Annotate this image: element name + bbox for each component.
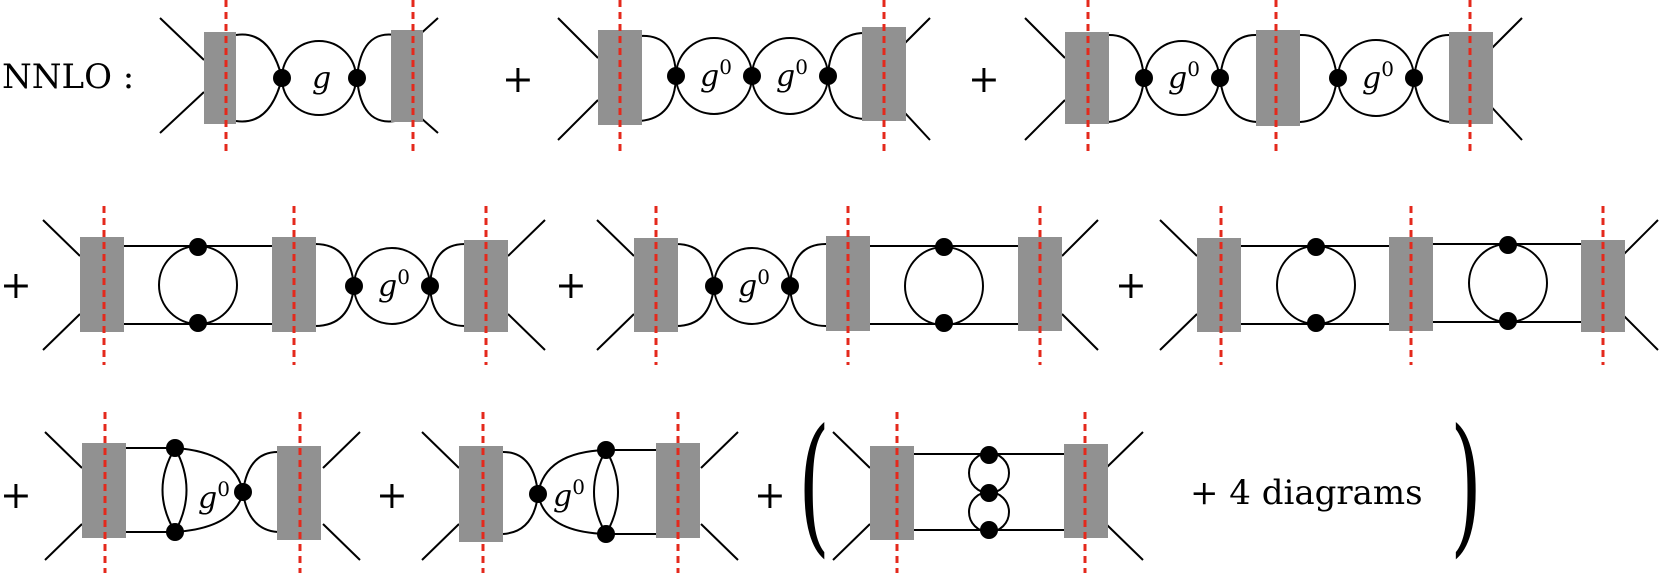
- propagator: [161, 447, 176, 533]
- vertex: [597, 441, 615, 459]
- external-leg: [42, 219, 81, 257]
- external-leg: [1105, 431, 1144, 469]
- block: [391, 30, 423, 122]
- open-paren: (: [798, 397, 830, 572]
- plus-sign: +: [555, 263, 587, 307]
- vertex: [189, 314, 207, 332]
- vertex: [781, 277, 799, 295]
- external-leg: [1159, 219, 1198, 257]
- propagator: [605, 449, 619, 535]
- vertex: [345, 277, 363, 295]
- external-leg: [42, 313, 81, 351]
- close-paren: ): [1450, 397, 1482, 572]
- external-leg: [44, 431, 83, 469]
- external-leg: [322, 523, 361, 561]
- block: [80, 237, 124, 332]
- vertex: [705, 277, 723, 295]
- external-leg: [421, 523, 460, 561]
- external-leg: [1061, 313, 1099, 351]
- vertex: [1211, 69, 1229, 87]
- label-g0: g0: [198, 477, 230, 516]
- plus-sign: +: [754, 473, 786, 517]
- external-leg: [557, 99, 599, 141]
- external-leg: [1061, 219, 1099, 257]
- vertex: [1307, 238, 1325, 256]
- loop: [1276, 245, 1356, 325]
- external-leg: [1621, 219, 1659, 257]
- external-leg: [596, 219, 635, 257]
- external-leg: [1621, 313, 1659, 351]
- loop: [158, 245, 238, 325]
- nnlo-label: NNLO :: [2, 57, 134, 97]
- external-leg: [507, 313, 546, 351]
- vertex: [273, 69, 291, 87]
- plus-sign: +: [376, 473, 408, 517]
- vertex: [980, 521, 998, 539]
- external-leg: [832, 523, 871, 561]
- external-leg: [44, 523, 83, 561]
- vertex: [1405, 69, 1423, 87]
- external-leg: [421, 431, 460, 469]
- vertex: [980, 446, 998, 464]
- plus-sign: +: [0, 263, 32, 307]
- vertex: [667, 67, 685, 85]
- label-g0: g0: [700, 55, 732, 94]
- external-leg: [507, 219, 546, 257]
- external-leg: [832, 431, 871, 469]
- label-g0: g0: [378, 265, 410, 304]
- plus-sign: +: [968, 57, 1000, 101]
- label-g: g: [312, 61, 331, 96]
- vertex: [529, 485, 547, 503]
- external-leg: [1024, 99, 1066, 141]
- vertex: [234, 483, 252, 501]
- plus-sign: +: [0, 473, 32, 517]
- diagram-8: [421, 431, 739, 561]
- propagator: [593, 449, 607, 535]
- block: [204, 32, 236, 124]
- external-leg: [700, 523, 739, 561]
- block: [870, 446, 914, 540]
- vertex: [597, 525, 615, 543]
- vertex: [743, 67, 761, 85]
- vertex: [1135, 69, 1153, 87]
- vertex: [1307, 314, 1325, 332]
- vertex: [421, 277, 439, 295]
- propagator: [174, 447, 188, 533]
- external-leg: [700, 431, 739, 469]
- vertex: [166, 439, 184, 457]
- external-leg: [322, 431, 361, 469]
- vertex: [819, 67, 837, 85]
- external-leg: [159, 17, 205, 61]
- label-g0: g0: [553, 475, 585, 514]
- extra-diagrams-text: + 4 diagrams: [1190, 473, 1423, 513]
- external-leg: [596, 313, 635, 351]
- vertex: [1329, 69, 1347, 87]
- vertex: [189, 238, 207, 256]
- external-leg: [159, 91, 205, 134]
- vertex: [166, 523, 184, 541]
- vertex: [935, 314, 953, 332]
- external-leg: [1024, 17, 1066, 59]
- label-g0: g0: [776, 55, 808, 94]
- vertex: [1499, 312, 1517, 330]
- block: [1256, 30, 1300, 126]
- vertex: [348, 69, 366, 87]
- plus-sign: +: [1115, 263, 1147, 307]
- loop: [904, 246, 984, 326]
- block: [459, 446, 503, 542]
- external-leg: [557, 17, 599, 59]
- label-g0: g0: [1168, 57, 1200, 96]
- vertex: [935, 238, 953, 256]
- external-leg: [1105, 523, 1144, 561]
- loop: [1468, 243, 1548, 323]
- label-g0: g0: [1362, 57, 1394, 96]
- vertex: [1499, 236, 1517, 254]
- external-leg: [1159, 313, 1198, 351]
- vertex: [980, 484, 998, 502]
- label-g0: g0: [738, 265, 770, 304]
- block: [1197, 238, 1241, 332]
- plus-sign: +: [502, 57, 534, 101]
